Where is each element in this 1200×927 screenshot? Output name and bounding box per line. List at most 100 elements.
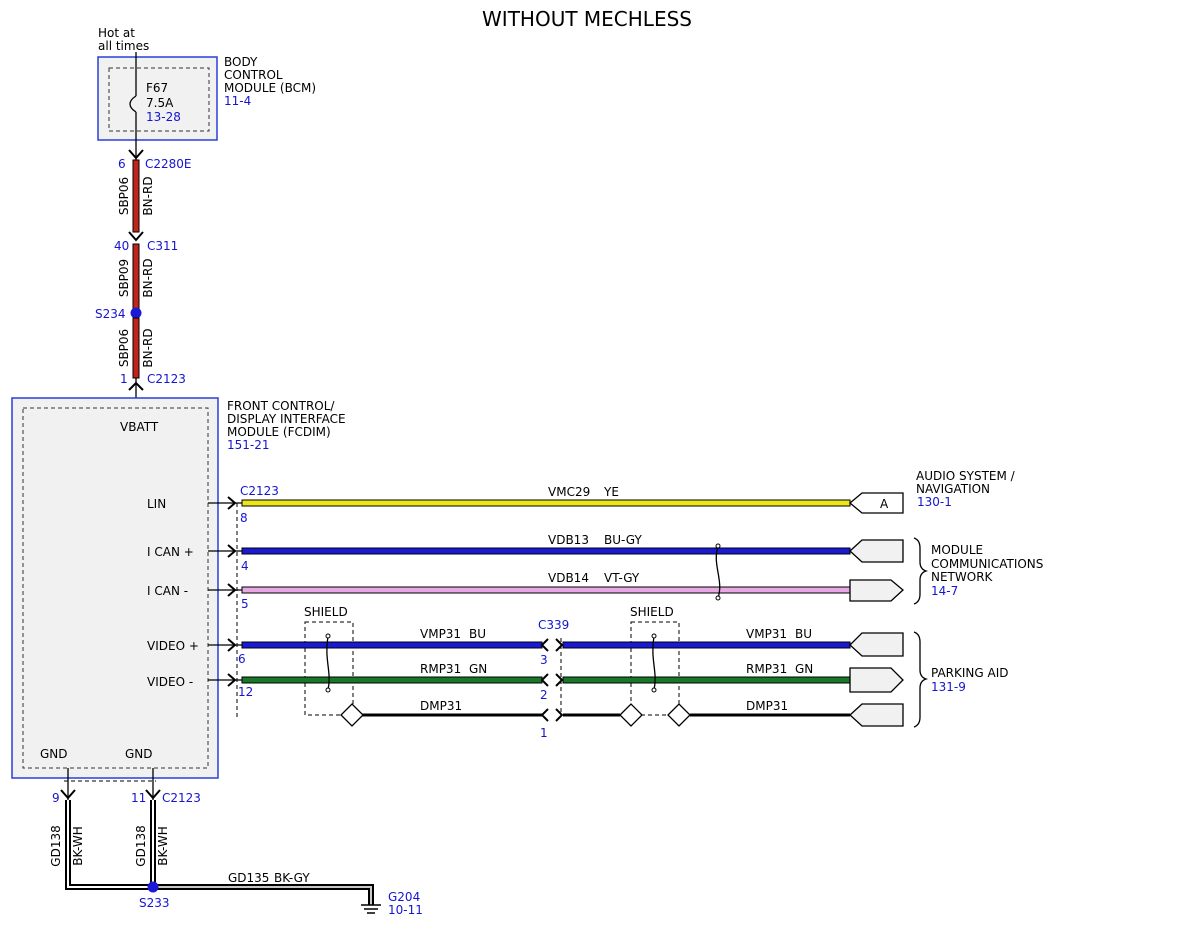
wire-gd135 [153, 884, 374, 905]
ground-id: G204 [388, 890, 420, 904]
color-gn-left: GN [469, 662, 487, 676]
connector-arrow-icon [145, 789, 161, 800]
bcm-ref: 11-4 [224, 94, 251, 108]
wire-vmc29 [241, 499, 851, 507]
shield-box-left [304, 621, 354, 716]
connector-arrow-icon [540, 638, 549, 652]
offpage-connector-ican-plus [849, 539, 904, 563]
circuit-gd138-right: GD138 [134, 825, 148, 866]
connector-arrow-icon [540, 708, 549, 722]
fcdim-pin-stubs [208, 496, 242, 687]
parking-dest-ref: 131-9 [931, 680, 966, 694]
connector-arrow-icon [227, 496, 237, 510]
wire-vmp31-left [241, 641, 543, 649]
offpage-connector-a [848, 492, 904, 514]
connector-arrow-icon [540, 673, 549, 687]
circuit-dmp31-left: DMP31 [420, 699, 462, 713]
connector-arrow-icon [60, 789, 76, 800]
twisted-pair-icon [652, 635, 656, 691]
fcdim-outline [11, 397, 219, 779]
audio-dest-line2: NAVIGATION [916, 482, 990, 496]
bcm-outline [97, 56, 218, 141]
pin-lin-label: LIN [147, 497, 166, 511]
fcdim-name-line3: MODULE (FCDIM) [227, 425, 331, 439]
c311-label: C311 [147, 239, 178, 253]
c2280e-pin: 6 [118, 157, 126, 171]
color-bu-left: BU [469, 627, 486, 641]
bcm-name-line2: CONTROL [224, 68, 283, 82]
twisted-pair-icon [715, 545, 721, 599]
connector-arrow-icon [128, 231, 144, 242]
pin-gnd-label-left: GND [40, 747, 68, 761]
ican-minus-pin-number: 5 [241, 597, 249, 611]
splice-s234-dot [130, 307, 142, 319]
c2123-top-pin: 1 [120, 372, 128, 386]
c2280e-label: C2280E [145, 157, 192, 171]
fuse-symbol-icon [129, 95, 137, 113]
parking-dest-line1: PARKING AID [931, 666, 1009, 680]
offpage-connector-video-minus [849, 667, 904, 693]
wire-vmp31-right [562, 641, 851, 649]
splice-s233-dot [147, 881, 159, 893]
offpage-tag-a: A [880, 497, 889, 511]
ground-symbol-icon [361, 904, 381, 914]
splice-s234-label: S234 [95, 307, 126, 321]
wire-vdb13 [241, 547, 851, 555]
fcdim-name-line2: DISPLAY INTERFACE [227, 412, 346, 426]
circuit-vmp31-right: VMP31 [746, 627, 787, 641]
wire-rmp31-left [241, 676, 543, 684]
c339-pin2: 2 [540, 688, 548, 702]
diagram-title: WITHOUT MECHLESS [482, 7, 692, 31]
video-plus-pin-number: 6 [238, 652, 246, 666]
mcn-bracket [913, 537, 929, 605]
mcn-dest-line3: NETWORK [931, 570, 994, 584]
twisted-pair-icon [326, 635, 330, 691]
circuit-vmp31-left: VMP31 [420, 627, 461, 641]
offpage-connector-video-plus [849, 632, 904, 657]
supply-label-line1: Hot at [98, 26, 135, 40]
gnd-pin-b: 11 [131, 791, 146, 805]
offpage-connector-drain [849, 703, 904, 727]
gnd-pin-a: 9 [52, 791, 60, 805]
fcdim-ref: 151-21 [227, 438, 270, 452]
color-bn-rd-lower: BN-RD [141, 328, 155, 367]
video-minus-pin-number: 12 [238, 685, 253, 699]
c2123-top-label: C2123 [147, 372, 186, 386]
drain-termination-icon [667, 703, 691, 727]
pin-video-minus-label: VIDEO - [147, 675, 193, 689]
offpage-connector-ican-minus [849, 579, 904, 602]
drain-termination-icon [340, 703, 364, 727]
color-gn-right: GN [795, 662, 813, 676]
color-bu-gy: BU-GY [604, 533, 642, 547]
pin-ican-plus-label: I CAN + [147, 545, 194, 559]
color-vt-gy: VT-GY [604, 571, 640, 585]
fuse-rating: 7.5A [146, 96, 174, 110]
fuse-id: F67 [146, 81, 168, 95]
color-ye: YE [603, 485, 619, 499]
bcm-name-line1: BODY [224, 55, 258, 69]
color-bk-wh-right: BK-WH [156, 826, 170, 866]
connector-arrow-icon [227, 583, 237, 597]
wire-sbp06-lower [132, 317, 140, 379]
color-bn-rd-upper: BN-RD [141, 176, 155, 215]
circuit-gd138-left: GD138 [49, 825, 63, 866]
audio-dest-ref: 130-1 [917, 495, 952, 509]
circuit-rmp31-right: RMP31 [746, 662, 787, 676]
c339-pin1: 1 [540, 726, 548, 740]
supply-label-line2: all times [98, 39, 149, 53]
connector-arrow-icon [227, 638, 237, 652]
lin-pin-number: 8 [240, 511, 248, 525]
pin-gnd-label-right: GND [125, 747, 153, 761]
fcdim-module [11, 397, 219, 779]
connector-arrow-icon [227, 544, 237, 558]
c339-pin3: 3 [540, 653, 548, 667]
wire-sbp09 [132, 243, 140, 313]
drain-termination-icon [619, 703, 643, 727]
circuit-rmp31-left: RMP31 [420, 662, 461, 676]
mcn-dest-line2: COMMUNICATIONS [931, 557, 1043, 571]
shield-label-right: SHIELD [630, 605, 674, 619]
shield-box-right [630, 621, 680, 716]
c2123-right-label: C2123 [240, 484, 279, 498]
gnd-c2123-label: C2123 [162, 791, 201, 805]
ican-plus-pin-number: 4 [241, 559, 249, 573]
